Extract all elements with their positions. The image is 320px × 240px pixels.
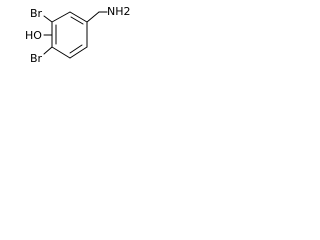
- structural-formula-drawing: Br HO Br NH2: [25, 5, 131, 65]
- bromine-bottom-label: Br: [30, 52, 43, 65]
- ring-bond-bottom-to-left-lower: [51, 46, 71, 59]
- benzene-ring: [51, 11, 88, 59]
- ring-double-bond-inner-top-right: [70, 16, 84, 25]
- bond-to-ch2: [86, 11, 100, 23]
- hydroxyl-label: HO: [25, 29, 42, 42]
- amine-label: NH2: [107, 5, 131, 18]
- ring-bond-right-lower-to-bottom: [69, 46, 88, 59]
- ring-bond-top-left-to-top-right: [51, 11, 71, 23]
- ring-double-bond-inner-bottom: [69, 44, 83, 54]
- bromine-top-label: Br: [30, 7, 43, 20]
- bond-to-bromine-bottom: [43, 46, 53, 55]
- bond-to-bromine-top: [43, 15, 53, 23]
- ring-bond-top-right-to-right-upper: [69, 11, 88, 23]
